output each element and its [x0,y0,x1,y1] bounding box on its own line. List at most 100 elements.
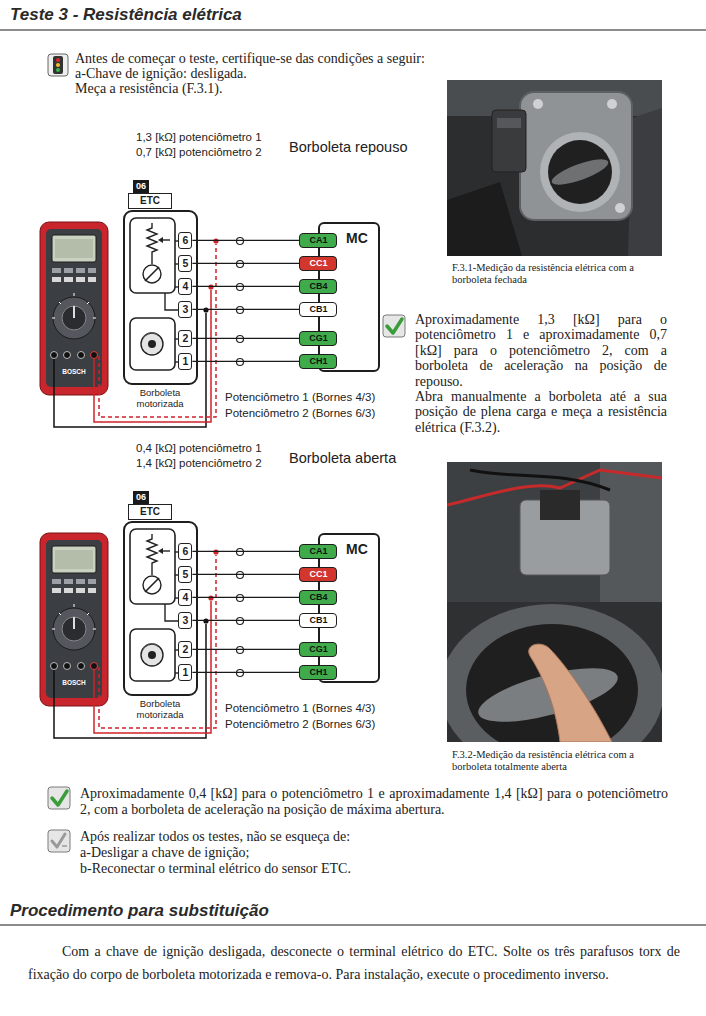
connector-terminal: CB1 [299,613,337,628]
wire [192,361,299,362]
pin-number: 1 [182,666,188,678]
pin-name: CA1 [309,546,327,557]
photo-closed-throttle [447,80,662,256]
reminder-text: Após realizar todos os testes, não se es… [80,829,350,845]
note-icon [62,845,67,847]
state-label: Borboleta repouso [289,139,408,156]
connector-terminal: CA1 [299,544,337,559]
result-text: Aproximadamente 0,4 [kΩ] para o potenciô… [80,786,668,818]
stoplight-icon [48,54,68,76]
ecu-module-box: MCCA1CC1CB4CB1CG1CH1 [318,533,380,683]
component-caption: Borboleta motorizada [130,388,190,409]
pin-name: CB4 [309,592,327,603]
pin-terminal: 5 [178,566,192,583]
pin-terminal: 4 [178,278,192,295]
multimeter [76,277,85,282]
pin-terminal: 5 [178,255,192,272]
pin-terminal: 4 [178,589,192,606]
note-icon [52,834,65,847]
terminal-circle [237,238,244,366]
brand-label: BOSCH [52,368,96,376]
stoplight-icon [53,56,63,74]
photo-closed-throttle [615,203,625,213]
component-tag: ETC [128,193,172,209]
connector-code: 06 [133,180,149,193]
multimeter [52,318,55,319]
multimeter [64,352,71,359]
ecu-module-box: MCCA1CC1CB4CB1CG1CH1 [318,222,380,372]
photo-open-throttle [447,462,662,742]
multimeter [55,239,93,258]
connector-terminal: CC1 [299,567,337,582]
photo-closed-throttle [628,108,662,256]
multimeter [40,222,108,395]
wire [192,597,299,598]
multimeter [53,297,95,339]
pin-terminal: 6 [178,543,192,560]
potentiometer-symbol [158,237,163,243]
state-label: Borboleta aberta [289,450,396,467]
pin-name: CC1 [309,569,327,580]
component-caption: Borboleta motorizada [130,699,190,720]
photo-open-throttle [447,604,662,742]
result-text: Aproximadamente 1,3 [kΩ] para o potenciô… [415,312,667,389]
pin-terminal: 6 [178,232,192,249]
wire [192,672,299,673]
connector-terminal: CA1 [299,233,337,248]
photo-caption: F.3.1-Medição da resistência elétrica co… [452,262,657,286]
body-paragraph: Com a chave de ignição desligada, descon… [28,941,680,986]
probe-wire [99,244,216,417]
header-rule [0,29,706,31]
check-icon [48,787,70,809]
check-icon [387,319,402,333]
wire [192,240,299,241]
stoplight-icon [48,54,68,76]
connector-code: 06 [133,491,149,504]
measurement-diagram [40,218,244,427]
pin-name: CB1 [309,304,327,315]
pin-number: 1 [182,355,188,367]
wire [192,263,299,264]
photo-open-throttle [447,462,662,602]
wire [192,309,299,310]
wire [192,551,299,552]
pin-number: 2 [182,643,188,655]
pin-name: CB4 [309,281,327,292]
module-name: MC [346,541,368,557]
potentiometer-symbol [147,223,157,264]
multimeter [87,302,89,304]
connector-terminal: CB4 [299,279,337,294]
multimeter [88,277,96,282]
connector-terminal: CH1 [299,665,337,680]
photo-open-throttle [529,644,612,742]
instruction-text: Abra manualmente a borboleta até a sua p… [415,389,667,435]
wire [192,574,299,575]
check-icon [383,315,405,337]
multimeter [78,352,85,359]
connector-terminal: CG1 [299,642,337,657]
multimeter [64,268,73,273]
multimeter [93,318,96,319]
multimeter [74,293,75,296]
pin-number: 6 [182,545,188,557]
pin-terminal: 2 [178,641,192,658]
reminder-text: a-Desligar a chave de ignição; [80,845,249,861]
wire [192,286,299,287]
motor-symbol [130,318,175,370]
pin-number: 5 [182,257,188,269]
photo-open-throttle [466,624,638,742]
potentiometer-symbol [130,218,179,310]
potentiometer-symbol [165,293,179,310]
etc-sensor-box: 06ETCBorboleta motorizada654321 [123,210,198,385]
pin-number: 5 [182,568,188,580]
photo-closed-throttle [548,140,612,204]
check-icon [48,787,70,809]
photo-closed-throttle [520,92,632,220]
pin-name: CH1 [309,667,327,678]
connector-terminal: CB4 [299,590,337,605]
section-heading: Procedimento para substituição [10,901,269,921]
terminal-note: Potenciômetro 2 (Bornes 6/3) [225,717,375,731]
wire [192,620,299,621]
pin-number: 4 [182,591,188,603]
connector-terminal: CH1 [299,354,337,369]
